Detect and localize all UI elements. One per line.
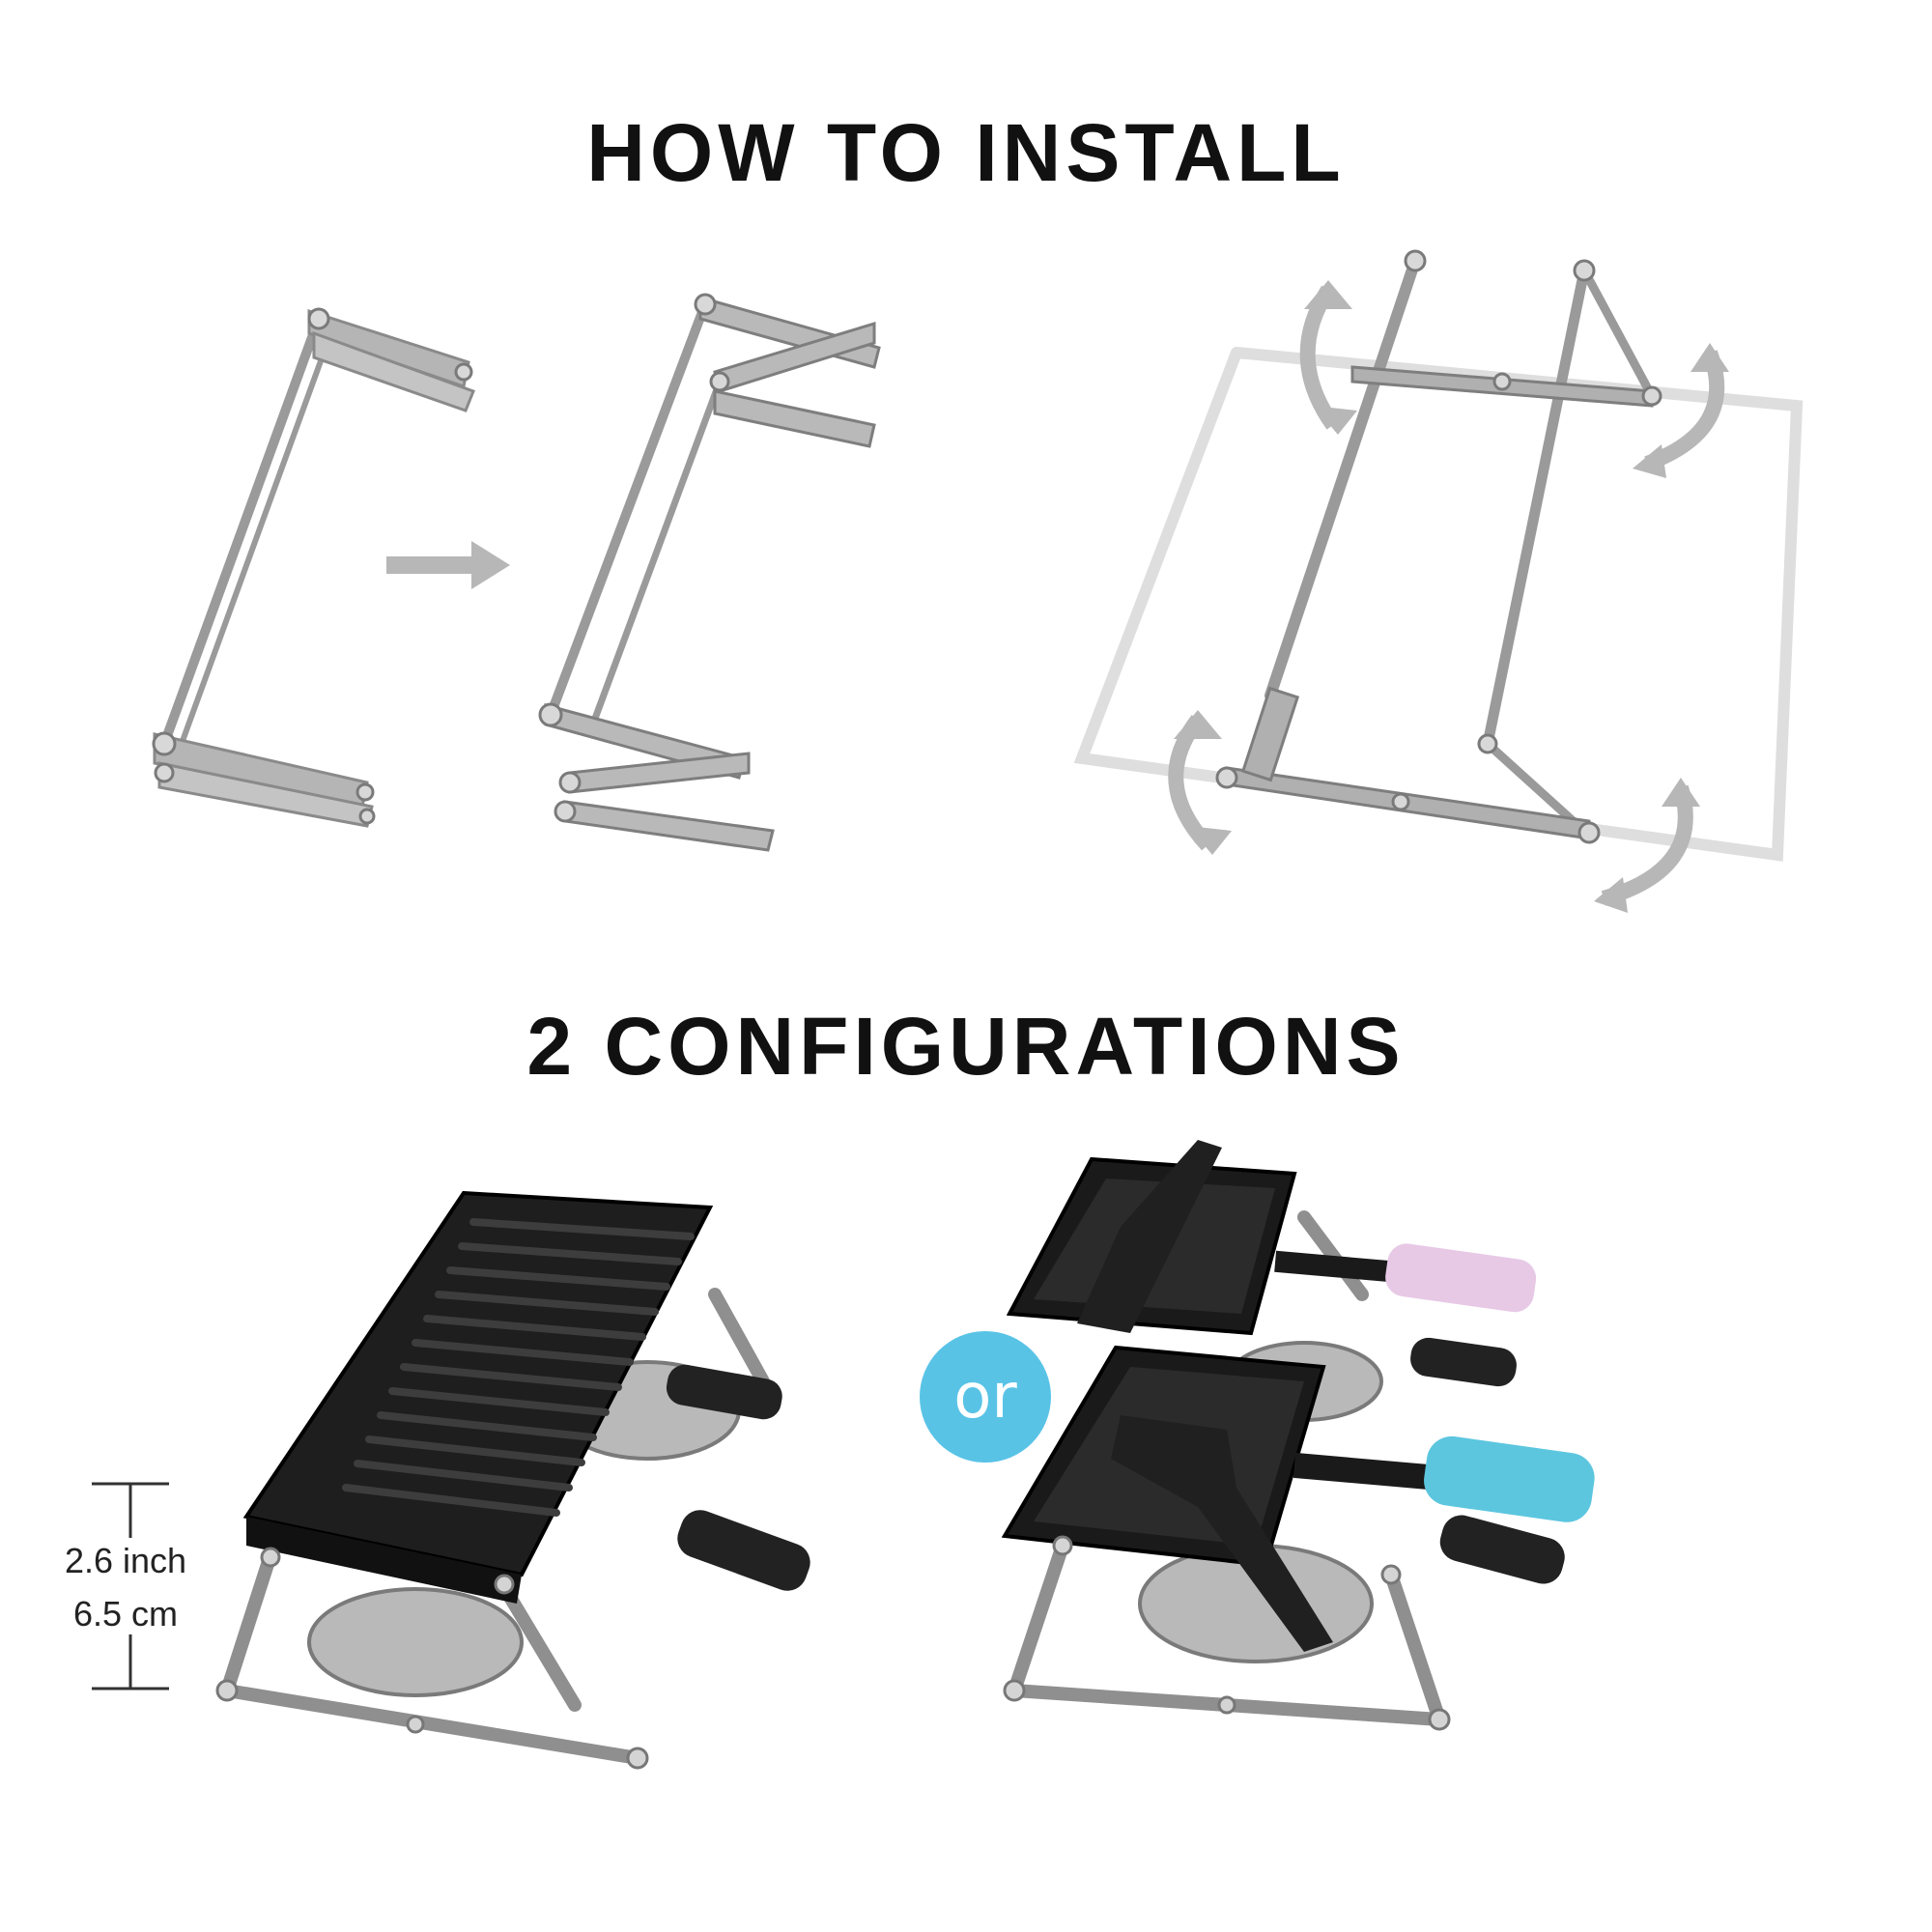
grill-configuration-image bbox=[215, 1190, 810, 1770]
install-title: HOW TO INSTALL bbox=[586, 107, 1346, 198]
configurations-title: 2 CONFIGURATIONS bbox=[526, 1001, 1406, 1092]
folded-frame-image bbox=[152, 307, 475, 828]
right-arrow-icon bbox=[386, 541, 510, 589]
rotate-arrow-icon bbox=[1168, 710, 1232, 855]
partially-unfolded-frame-image bbox=[538, 293, 881, 852]
rotate-arrow-icon bbox=[1594, 778, 1700, 913]
rotate-arrow-icon bbox=[1299, 280, 1357, 435]
height-inch-label: 2.6 inch bbox=[64, 1541, 187, 1580]
raclette-configuration-image bbox=[1001, 1140, 1595, 1731]
dimension-bracket-icon bbox=[92, 1482, 169, 1690]
height-cm-label: 6.5 cm bbox=[72, 1594, 179, 1634]
or-badge: or bbox=[920, 1331, 1051, 1463]
rotate-arrow-icon bbox=[1633, 343, 1729, 478]
unfolded-frame-image bbox=[1073, 249, 1804, 862]
